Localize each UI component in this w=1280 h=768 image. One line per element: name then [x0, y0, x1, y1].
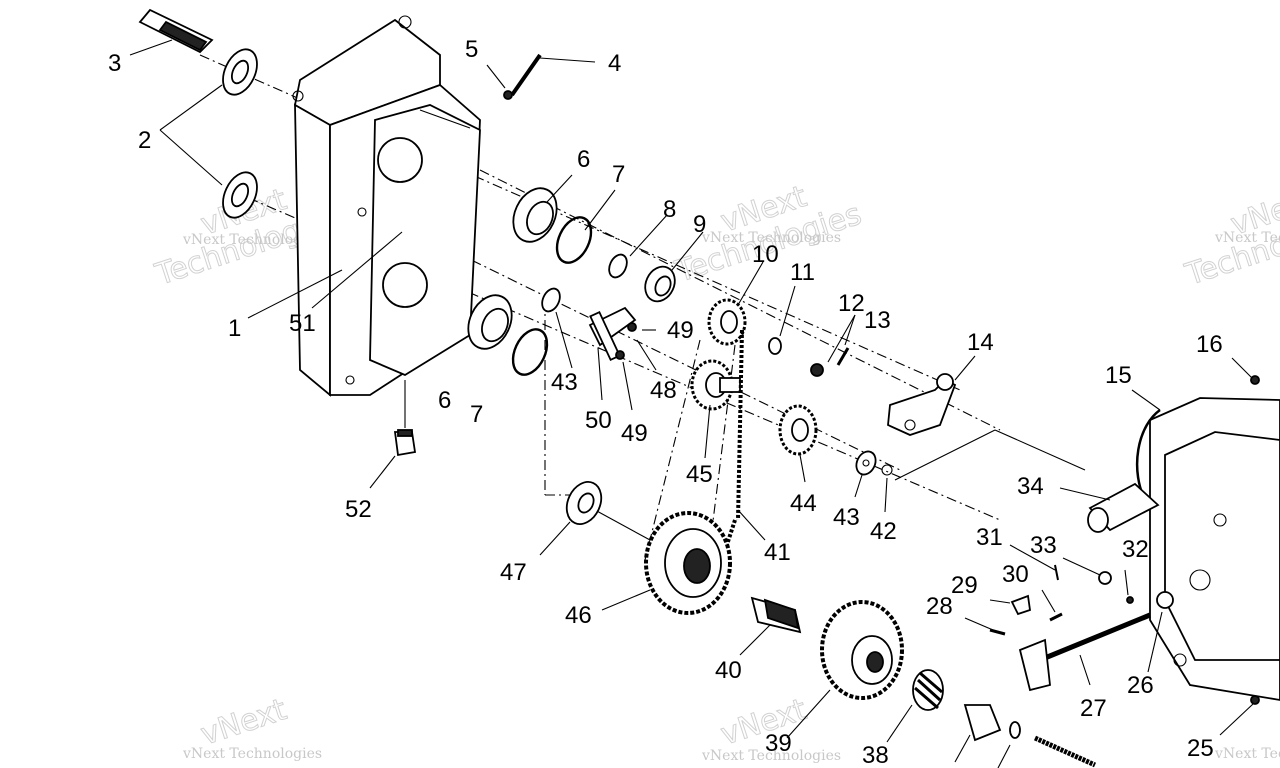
part-label: 11 [790, 259, 815, 286]
shaft-part-50 [588, 306, 637, 362]
watermark-text: vNext Technologies [701, 230, 841, 246]
part-label: 25 [1187, 735, 1214, 762]
part-label: 51 [289, 310, 316, 337]
clip-part-42 [881, 464, 893, 476]
part-label: 13 [864, 307, 891, 334]
part-label: 10 [752, 241, 779, 268]
part-label: 43 [551, 369, 578, 396]
sprocket-part-10 [707, 298, 747, 346]
part-labels: 3 2 5 4 1 51 6 7 8 9 10 11 12 13 14 15 1… [108, 36, 1223, 768]
part-label: 15 [1105, 362, 1132, 389]
part-label: 48 [650, 377, 677, 404]
watermark-big: vNext [197, 692, 291, 752]
o-ring-part-7 [511, 216, 593, 376]
part-label: 2 [138, 127, 151, 154]
part-label: 30 [1002, 561, 1029, 588]
watermark-text: vNext Technologies [182, 746, 322, 762]
right-housing-part-15 [1135, 375, 1280, 701]
part-label: 47 [500, 559, 527, 586]
part-label: 46 [565, 602, 592, 629]
part-label: 1 [228, 315, 241, 342]
washer-part-8 [541, 253, 877, 476]
part-label: 31 [976, 524, 1003, 551]
tube-part-34 [1087, 482, 1160, 533]
part-label: 49 [621, 420, 648, 447]
part-label: 39 [765, 730, 792, 757]
sprocket-part-45 [690, 359, 741, 411]
part-label: 9 [693, 211, 706, 238]
bearing-part-6 [467, 187, 558, 350]
gear-part-39 [820, 600, 904, 700]
watermark-text: vNext Technologies [182, 232, 322, 248]
part-label: 5 [465, 36, 478, 63]
part-label: 43 [833, 504, 860, 531]
shaft-part-3 [138, 8, 214, 54]
seal-part-2 [222, 48, 258, 219]
pin-part-4 [503, 53, 542, 100]
part-label: 6 [577, 146, 590, 173]
watermark-text: vNext Technologies [1214, 230, 1280, 246]
part-label: 3 [108, 50, 121, 77]
washer-part-11 [768, 337, 850, 377]
shaft-part-40 [750, 596, 802, 634]
part-label: 6 [438, 387, 451, 414]
watermark-big: vNext [717, 692, 811, 752]
leader-lines [129, 39, 1254, 768]
part-label: 28 [926, 593, 953, 620]
gear-case-housing [292, 15, 481, 397]
part-label: 27 [1080, 695, 1107, 722]
part-label: 40 [715, 657, 742, 684]
part-label: 44 [790, 490, 817, 517]
part-label: 14 [967, 329, 994, 356]
part-label: 12 [838, 290, 865, 317]
part-label: 38 [862, 742, 889, 768]
part-label: 34 [1017, 473, 1044, 500]
chain-part-41 [720, 329, 744, 561]
part-label: 50 [585, 407, 612, 434]
part-label: 33 [1030, 532, 1057, 559]
washer-part-47 [565, 481, 603, 525]
part-label: 16 [1196, 331, 1223, 358]
part-label: 7 [612, 161, 625, 188]
gear-part-44 [778, 404, 818, 456]
shift-arm-part-14 [887, 373, 957, 436]
part-label: 45 [686, 461, 713, 488]
collar-part-37 [963, 704, 1097, 768]
part-label: 32 [1122, 536, 1149, 563]
spring-part-38 [912, 669, 944, 711]
linkage-part-27 [989, 564, 1260, 705]
part-label: 8 [663, 196, 676, 223]
plug-part-52 [393, 429, 417, 457]
part-label: 7 [470, 401, 483, 428]
watermark-text: vNext Technologies [1214, 746, 1280, 762]
gear-part-46 [644, 511, 732, 615]
part-label: 42 [870, 518, 897, 545]
part-label: 4 [608, 50, 621, 77]
part-label: 49 [667, 317, 694, 344]
part-label: 52 [345, 496, 372, 523]
watermark-text: vNext Technologies [701, 748, 841, 764]
bushing-part-9 [644, 265, 676, 303]
part-label: 26 [1127, 672, 1154, 699]
part-label: 41 [764, 539, 791, 566]
part-label: 29 [951, 572, 978, 599]
